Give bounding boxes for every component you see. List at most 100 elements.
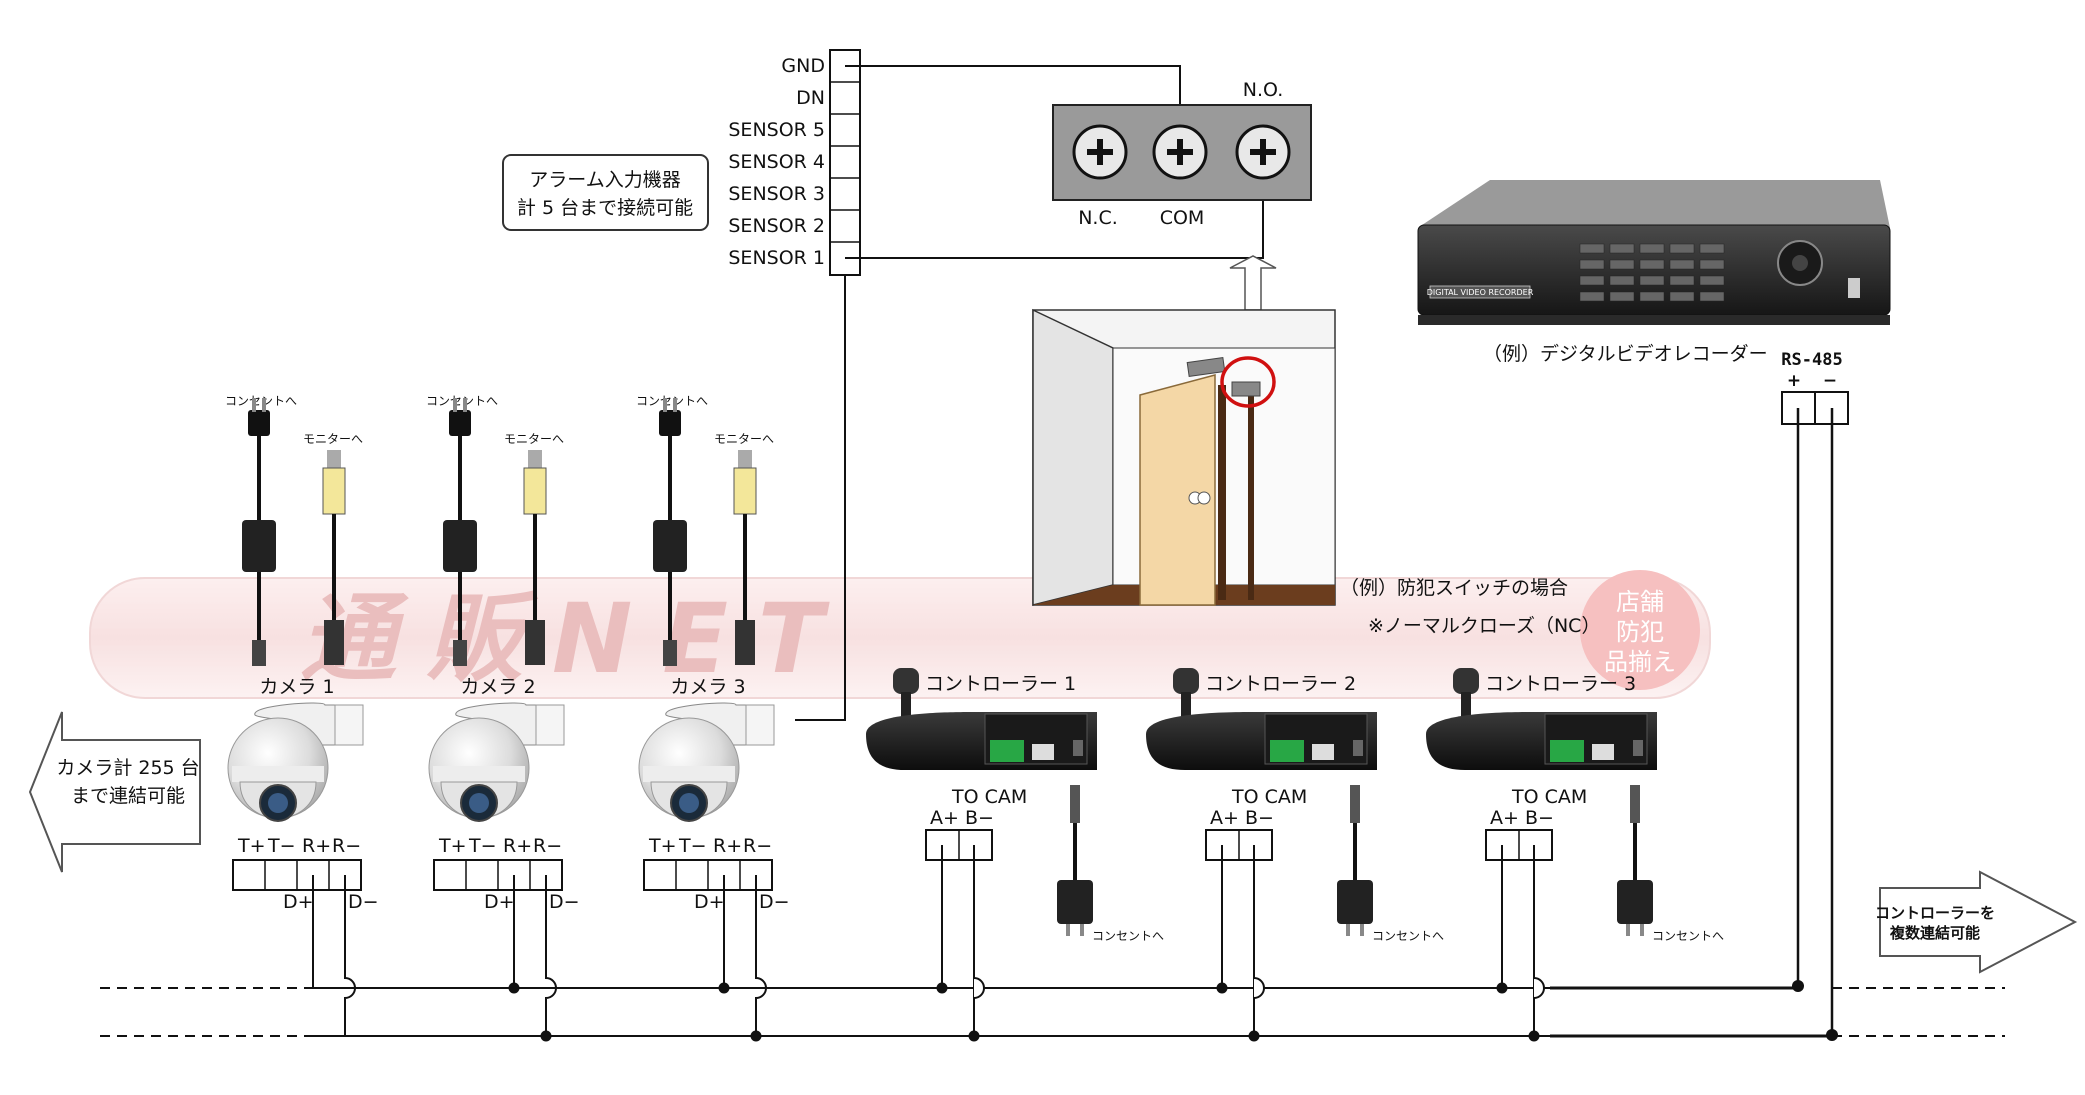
dvr-caption: （例）デジタルビデオレコーダー	[1483, 343, 1768, 365]
d-plus-label: D+	[694, 891, 725, 913]
ptz-camera-icon	[227, 702, 364, 822]
power-adapter-icon	[1057, 785, 1093, 936]
controller-name: コントローラー 1	[925, 673, 1076, 695]
door-example-line2: ※ノーマルクローズ（NC）	[1368, 615, 1600, 637]
sensor-highlight-circle	[1220, 356, 1276, 408]
watermark-stamp-icon	[1580, 570, 1700, 690]
screw-com-icon	[1152, 124, 1208, 180]
terminal-sensor1-label: SENSOR 1	[728, 247, 825, 269]
pin-t-plus-label: T+	[237, 835, 266, 857]
junction-dot	[750, 1030, 762, 1042]
alarm-note-box: アラーム入力機器 計 5 台まで接続可能	[502, 154, 709, 231]
pin-t-plus-label: T+	[438, 835, 467, 857]
dvr-keypad	[1579, 243, 1725, 302]
pin-t-minus-label: T−	[678, 835, 707, 857]
camera-video-label: モニターへ	[504, 432, 564, 446]
stamp-line-3: 品揃え	[1604, 648, 1676, 676]
video-cable-icon	[322, 450, 346, 665]
pin-r-minus-label: R−	[332, 835, 361, 857]
controller-unit: コントローラー 3 TO CAM A+ B− コンセントへ	[1426, 668, 1724, 1042]
junction-dot	[718, 982, 730, 994]
junction-dot	[1248, 1030, 1260, 1042]
pin-t-minus-label: T−	[267, 835, 296, 857]
junction-dot	[1528, 1030, 1540, 1042]
power-adapter-icon	[653, 398, 687, 666]
alarm-note-line2: 計 5 台まで接続可能	[517, 197, 693, 219]
switch-com-label: COM	[1160, 207, 1205, 229]
ptz-camera-icon	[428, 702, 565, 822]
controller-name: コントローラー 2	[1205, 673, 1356, 695]
rs485-terminal: RS-485 + −	[1781, 350, 1849, 1041]
terminal-sensor3-label: SENSOR 3	[728, 183, 825, 205]
controller-b-minus-label: B−	[1245, 807, 1274, 829]
terminal-sensor2-label: SENSOR 2	[728, 215, 825, 237]
video-cable-icon	[523, 450, 547, 665]
camera-power-label: コンセントへ	[426, 394, 498, 408]
camera-unit: コンセントへ モニターへ カメラ 3 T+ T− R+	[636, 394, 790, 913]
junction-dot	[1496, 982, 1508, 994]
camera-name: カメラ 1	[259, 676, 334, 698]
up-arrow-icon	[1229, 255, 1277, 311]
controller-name: コントローラー 3	[1485, 673, 1636, 695]
junction-dot	[1216, 982, 1228, 994]
screw-nc-icon	[1072, 124, 1128, 180]
camera-unit: コンセントへ モニターへ カメラ 1 T+ T− R+	[225, 394, 379, 913]
joystick-controller-icon	[866, 668, 1097, 770]
switch-no-label: N.O.	[1243, 79, 1283, 101]
controller-power-label: コンセントへ	[1372, 929, 1444, 943]
dvr-usb-icon	[1848, 278, 1860, 298]
camera-name: カメラ 3	[670, 676, 745, 698]
rs485-plus-label: +	[1787, 371, 1801, 391]
pin-r-plus-label: R+	[302, 835, 331, 857]
dvr-device: DIGITAL VIDEO RECORDER （例）デジタルビデオレコーダー	[1417, 180, 1891, 365]
junction-dot	[1792, 980, 1804, 992]
d-plus-label: D+	[283, 891, 314, 913]
pin-r-minus-label: R−	[743, 835, 772, 857]
bus-lines	[100, 986, 2005, 1038]
junction-dot	[540, 1030, 552, 1042]
ptz-camera-icon	[638, 702, 775, 822]
pin-t-minus-label: T−	[468, 835, 497, 857]
controller-power-label: コンセントへ	[1092, 929, 1164, 943]
terminal-sensor5-label: SENSOR 5	[728, 119, 825, 141]
right-arrow-line1: コントローラーを	[1875, 904, 1995, 922]
left-arrow-line2: まで連結可能	[71, 785, 185, 807]
camera-name: カメラ 2	[460, 676, 535, 698]
terminal-dn-label: DN	[796, 87, 825, 109]
controller-a-plus-label: A+	[930, 807, 959, 829]
power-adapter-icon	[1617, 785, 1653, 936]
pin-r-minus-label: R−	[533, 835, 562, 857]
joystick-controller-icon	[1146, 668, 1377, 770]
alarm-note-line1: アラーム入力機器	[529, 169, 680, 191]
controller-unit: コントローラー 1 TO CAM A+ B− コンセントへ	[866, 668, 1164, 1042]
controller-power-label: コンセントへ	[1652, 929, 1724, 943]
controller-a-plus-label: A+	[1490, 807, 1519, 829]
d-plus-label: D+	[484, 891, 515, 913]
door-example-line1: （例）防犯スイッチの場合	[1340, 577, 1568, 599]
screw-no-icon	[1235, 124, 1291, 180]
pin-r-plus-label: R+	[503, 835, 532, 857]
d-minus-label: D−	[549, 891, 580, 913]
dvr-panel-label: DIGITAL VIDEO RECORDER	[1427, 288, 1534, 297]
to-cam-label: TO CAM	[1231, 786, 1307, 808]
rs485-label: RS-485	[1781, 350, 1842, 370]
camera-unit: コンセントへ モニターへ カメラ 2 T+ T− R+	[426, 394, 580, 913]
controller-unit: コントローラー 2 TO CAM A+ B− コンセントへ	[1146, 668, 1444, 1042]
junction-dot	[508, 982, 520, 994]
controller-b-minus-label: B−	[1525, 807, 1554, 829]
camera-video-label: モニターへ	[303, 432, 363, 446]
door-illustration: （例）防犯スイッチの場合 ※ノーマルクローズ（NC）	[1032, 255, 1600, 637]
terminal-gnd-label: GND	[781, 55, 825, 77]
sensor-terminal-block: GND DN SENSOR 5 SENSOR 4 SENSOR 3 SENSOR…	[728, 49, 861, 276]
junction-dot	[936, 982, 948, 994]
pin-r-plus-label: R+	[713, 835, 742, 857]
camera-power-label: コンセントへ	[225, 394, 297, 408]
right-arrow-line2: 複数連結可能	[1889, 924, 1980, 942]
rs485-minus-label: −	[1823, 371, 1837, 391]
to-cam-label: TO CAM	[951, 786, 1027, 808]
video-cable-icon	[733, 450, 757, 665]
right-arrow-callout: コントローラーを 複数連結可能	[1875, 870, 2078, 974]
controller-b-minus-label: B−	[965, 807, 994, 829]
junction-dot	[968, 1030, 980, 1042]
